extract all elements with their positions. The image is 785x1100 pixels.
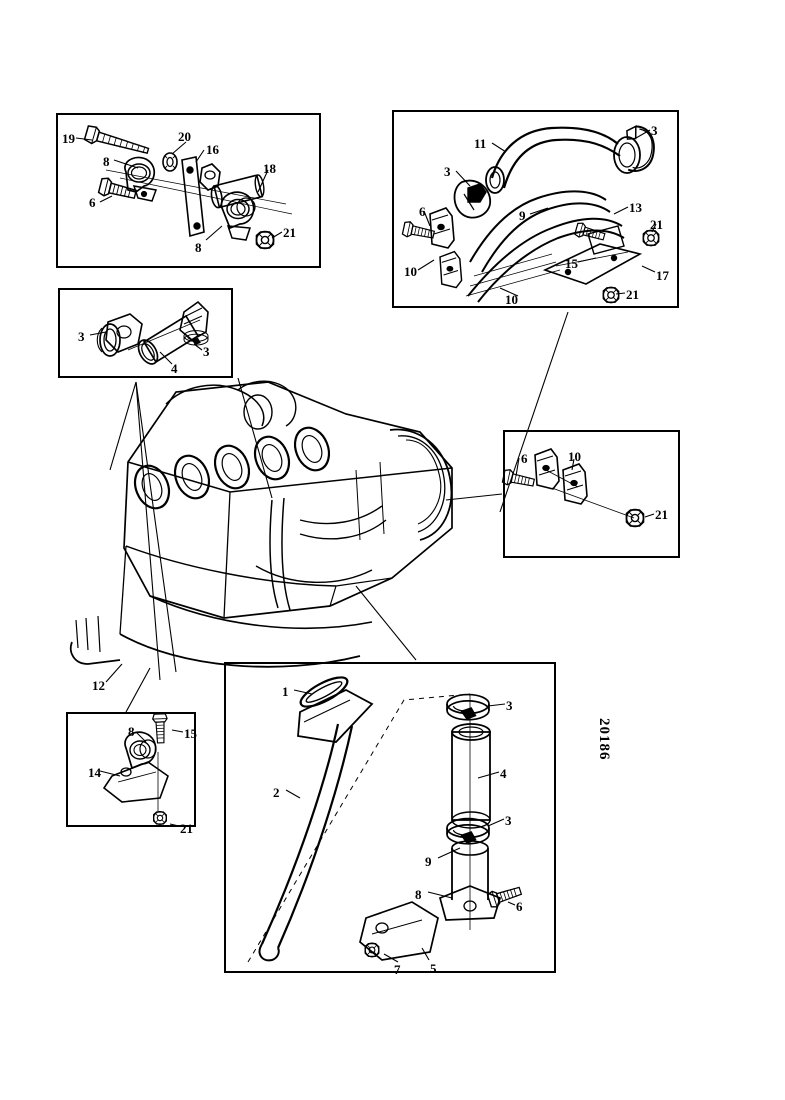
panel-upper-left: [56, 113, 321, 268]
callout-3f: 3: [505, 813, 512, 828]
callout-15b: 15: [184, 726, 197, 741]
callout-3: 3: [78, 329, 85, 344]
callout-19: 19: [62, 131, 75, 146]
panel-mid-left: [58, 288, 233, 378]
callout-7: 7: [394, 962, 401, 977]
panel-upper-right: [392, 110, 679, 308]
sheet-number: 20186: [596, 718, 612, 761]
callout-13: 13: [629, 200, 642, 215]
callout-9b: 9: [425, 854, 432, 869]
callout-5: 5: [430, 961, 437, 976]
callout-4b: 4: [500, 766, 507, 781]
callout-12: 12: [92, 678, 105, 693]
callout-17: 17: [656, 268, 669, 283]
callout-18: 18: [263, 161, 276, 176]
callout-3c: 3: [651, 123, 658, 138]
callout-6d: 6: [516, 899, 523, 914]
callout-8d: 8: [415, 887, 422, 902]
callout-20: 20: [178, 129, 191, 144]
callout-10c: 10: [568, 449, 581, 464]
callout-11: 11: [474, 136, 487, 151]
callout-3b: 3: [203, 344, 210, 359]
callout-6: 6: [89, 195, 96, 210]
callout-10b: 10: [505, 292, 518, 307]
callout-8b: 8: [195, 240, 202, 255]
callout-21d: 21: [655, 507, 668, 522]
panel-bottom: [224, 662, 556, 973]
callout-15: 15: [565, 256, 578, 271]
callout-16: 16: [206, 142, 219, 157]
panel-mid-right: [503, 430, 680, 558]
callout-3e: 3: [506, 698, 513, 713]
callout-21: 21: [283, 225, 296, 240]
callout-14: 14: [88, 765, 101, 780]
callout-6c: 6: [521, 451, 528, 466]
callout-2: 2: [273, 785, 280, 800]
callout-8c: 8: [128, 724, 135, 739]
callout-21e: 21: [180, 821, 193, 836]
callout-4: 4: [171, 361, 178, 376]
panel-lower-left: [66, 712, 196, 827]
callout-3d: 3: [444, 164, 451, 179]
callout-9: 9: [519, 208, 526, 223]
callout-21c: 21: [626, 287, 639, 302]
callout-21b: 21: [650, 217, 663, 232]
callout-10: 10: [404, 264, 417, 279]
callout-8: 8: [103, 154, 110, 169]
callout-6b: 6: [419, 204, 426, 219]
callout-1: 1: [282, 684, 289, 699]
